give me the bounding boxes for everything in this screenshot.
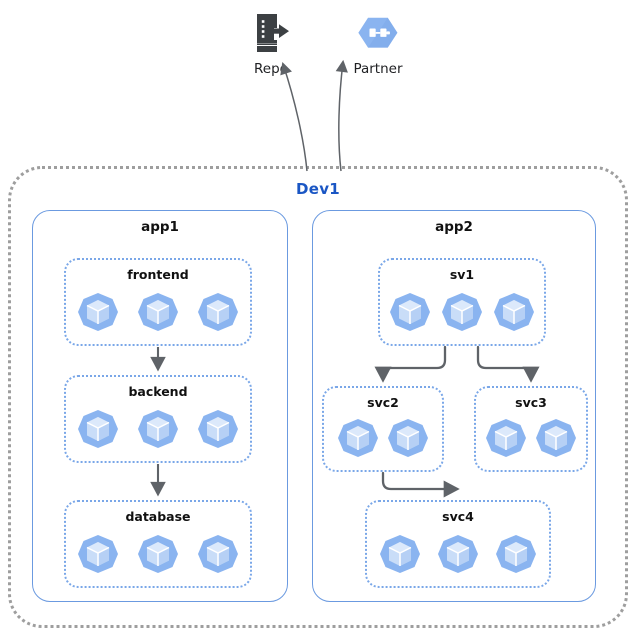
pod-cube-icon: [198, 293, 238, 331]
pod-cube-icon: [198, 535, 238, 573]
service-group-svc2[interactable]: svc2: [322, 386, 444, 472]
external-node-partner-label: Partner: [353, 61, 403, 77]
pod-list-svc3: [476, 416, 586, 460]
service-group-svc3-label: svc3: [515, 395, 547, 410]
service-group-svc2-label: svc2: [367, 395, 399, 410]
pod-cube-icon: [138, 410, 178, 448]
pod-cube-icon: [438, 535, 478, 573]
partner-hexagon-icon: [358, 17, 398, 48]
connector-dev1-to-partner: [335, 59, 348, 172]
service-group-sv1-label: sv1: [449, 267, 475, 282]
service-group-svc4[interactable]: svc4: [365, 500, 551, 588]
pod-cube-icon: [536, 419, 576, 457]
pod-cube-icon: [380, 535, 420, 573]
pod-cube-icon: [496, 535, 536, 573]
service-group-sv1[interactable]: sv1: [378, 258, 546, 346]
pod-list-svc2: [324, 416, 442, 460]
external-node-repo-label: Repo: [254, 61, 288, 77]
pod-cube-icon: [486, 419, 526, 457]
application-app1-label: app1: [141, 219, 179, 235]
service-group-backend-label: backend: [128, 384, 188, 399]
pod-list-backend: [66, 407, 250, 451]
pod-cube-icon: [338, 419, 378, 457]
external-node-repo[interactable]: Repo: [226, 10, 316, 77]
pod-list-frontend: [66, 290, 250, 334]
pod-cube-icon: [78, 410, 118, 448]
service-group-frontend-label: frontend: [127, 267, 189, 282]
service-group-svc3[interactable]: svc3: [474, 386, 588, 472]
service-group-backend[interactable]: backend: [64, 375, 252, 463]
service-group-database-label: database: [125, 509, 191, 524]
external-node-partner[interactable]: Partner: [333, 10, 423, 77]
application-app2-label: app2: [435, 219, 473, 235]
pod-cube-icon: [78, 293, 118, 331]
connector-dev1-to-repo: [280, 62, 308, 172]
pod-list-sv1: [380, 290, 544, 334]
pod-list-svc4: [367, 532, 549, 576]
repository-icon: [257, 14, 289, 52]
pod-cube-icon: [442, 293, 482, 331]
service-group-svc4-label: svc4: [442, 509, 474, 524]
pod-cube-icon: [138, 535, 178, 573]
environment-dev1[interactable]: [8, 166, 628, 628]
pod-cube-icon: [390, 293, 430, 331]
pod-cube-icon: [388, 419, 428, 457]
pod-cube-icon: [138, 293, 178, 331]
service-group-database[interactable]: database: [64, 500, 252, 588]
environment-dev1-label: Dev1: [295, 180, 341, 198]
service-group-frontend[interactable]: frontend: [64, 258, 252, 346]
pod-cube-icon: [198, 410, 238, 448]
pod-cube-icon: [494, 293, 534, 331]
pod-list-database: [66, 532, 250, 576]
pod-cube-icon: [78, 535, 118, 573]
